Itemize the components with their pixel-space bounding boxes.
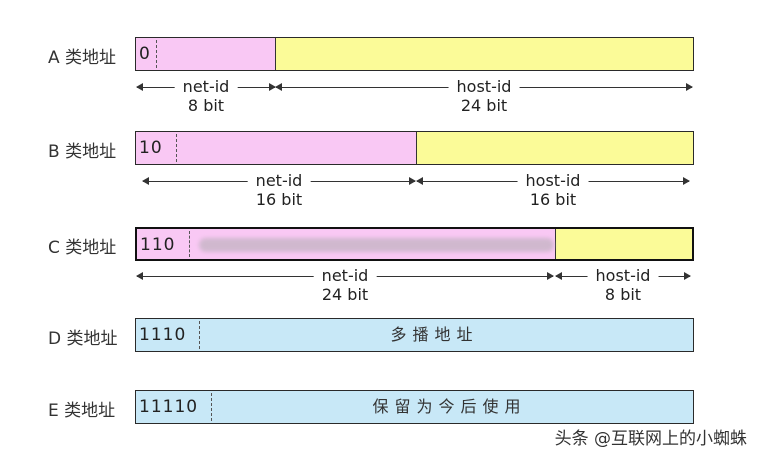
class-a-host-bits: 24 bit [460,96,508,115]
class-b-prefix: 10 [139,138,163,158]
class-a-net-name: net-id [174,78,238,96]
class-c-bar: 110 [135,227,694,261]
class-a-net-range: net-id 8 bit [136,78,276,119]
class-b-host-range: host-id 16 bit [416,172,690,213]
class-c-host-name: host-id [587,267,659,285]
watermark: 头条 @互联网上的小蜘蛛 [554,429,747,449]
class-d-bar: 多播地址 1110 [135,318,694,352]
class-b-host-name: host-id [517,172,589,190]
class-c-net-name: net-id [313,267,377,285]
arrow-right-icon [547,272,554,280]
class-c-host-segment [556,229,692,259]
class-b-net-range: net-id 16 bit [142,172,416,213]
arrow-right-icon [684,272,691,280]
arrow-left-icon [275,83,282,91]
class-c-net-bits: 24 bit [321,285,369,304]
class-c-prefix: 110 [140,235,176,255]
class-d-label: D 类地址 [48,329,118,349]
class-b-host-segment [417,132,693,164]
arrow-left-icon [142,177,149,185]
class-b-net-segment [136,132,417,164]
class-e-bar: 保留为今后使用 11110 [135,390,694,424]
class-a-label: A 类地址 [48,48,117,68]
class-b-prefix-divider [176,134,177,162]
class-a-net-bits: 8 bit [187,96,225,115]
class-e-label: E 类地址 [48,401,116,421]
class-a-prefix: 0 [139,44,151,64]
class-c-prefix-divider [189,231,190,257]
arrow-left-icon [555,272,562,280]
class-c-net-range: net-id 24 bit [136,267,554,308]
class-b-net-bits: 16 bit [255,190,303,209]
class-a-prefix-divider [156,40,157,68]
arrow-right-icon [409,177,416,185]
class-b-bar: 10 [135,131,694,165]
arrow-left-icon [136,83,143,91]
class-a-net-segment [136,38,276,70]
class-c-host-bits: 8 bit [604,285,642,304]
class-e-text: 保留为今后使用 [372,397,527,416]
class-b-host-bits: 16 bit [529,190,577,209]
class-a-host-segment [276,38,693,70]
class-c-label: C 类地址 [48,238,117,258]
class-d-text: 多播地址 [390,325,479,344]
class-d-prefix-divider [199,321,200,349]
class-b-label: B 类地址 [48,142,117,162]
class-a-host-name: host-id [448,78,520,96]
class-a-bar: 0 [135,37,694,71]
arrow-left-icon [416,177,423,185]
class-d-prefix: 1110 [139,325,187,345]
arrow-right-icon [686,83,693,91]
class-c-host-range: host-id 8 bit [555,267,691,308]
class-e-prefix: 11110 [139,397,199,417]
class-a-host-range: host-id 24 bit [275,78,693,119]
blurred-region [199,238,554,252]
class-b-net-name: net-id [247,172,311,190]
arrow-right-icon [269,83,276,91]
arrow-left-icon [136,272,143,280]
arrow-right-icon [683,177,690,185]
class-e-prefix-divider [211,393,212,421]
